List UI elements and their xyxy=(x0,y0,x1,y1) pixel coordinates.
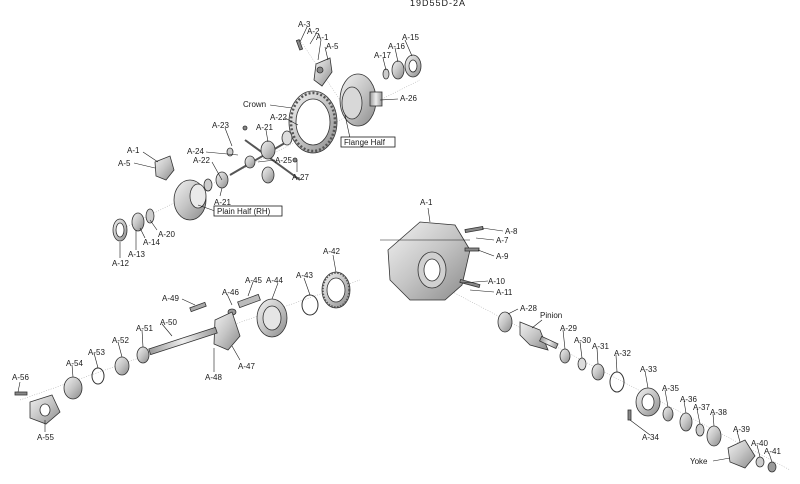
label-a23: A-23 xyxy=(212,121,229,130)
label-a54: A-54 xyxy=(66,359,83,368)
label-flange-half: Flange Half xyxy=(344,138,386,147)
label-a36: A-36 xyxy=(680,395,697,404)
label-a37: A-37 xyxy=(693,403,710,412)
pinion-gear xyxy=(519,321,559,351)
label-a24: A-24 xyxy=(187,147,204,156)
label-a21-bot: A-21 xyxy=(214,198,231,207)
label-a13: A-13 xyxy=(128,250,145,259)
shaft-seals-and-bearings xyxy=(63,346,150,400)
label-a17: A-17 xyxy=(374,51,391,60)
shift-spring xyxy=(227,293,261,316)
label-a5-left: A-5 xyxy=(118,159,131,168)
differential-spider-gears xyxy=(226,125,301,184)
label-a5-top: A-5 xyxy=(326,42,339,51)
label-a7: A-7 xyxy=(496,236,509,245)
label-a48: A-48 xyxy=(205,373,222,382)
differential-carrier-cap-top xyxy=(295,39,333,87)
label-a27: A-27 xyxy=(292,173,309,182)
label-a20: A-20 xyxy=(158,230,175,239)
label-a22-mid: A-22 xyxy=(193,156,210,165)
callout-labels: A-3 A-2 A-1 A-5 A-15 A-16 A-17 A-26 Crow… xyxy=(12,20,781,466)
shift-fork xyxy=(189,301,241,351)
label-a31: A-31 xyxy=(592,342,609,351)
label-a43: A-43 xyxy=(296,271,313,280)
label-a21-top: A-21 xyxy=(256,123,273,132)
label-a47: A-47 xyxy=(238,362,255,371)
pinion-bearing-outer xyxy=(662,406,722,447)
label-crown: Crown xyxy=(243,100,266,109)
label-a55: A-55 xyxy=(37,433,54,442)
label-a14: A-14 xyxy=(143,238,160,247)
label-a16: A-16 xyxy=(388,42,405,51)
label-a45: A-45 xyxy=(245,276,262,285)
label-plain-half: Plain Half (RH) xyxy=(217,207,271,216)
label-a1-top: A-1 xyxy=(316,33,329,42)
label-a56: A-56 xyxy=(12,373,29,382)
shift-shaft xyxy=(148,326,218,356)
label-a22-top: A-22 xyxy=(270,113,287,122)
label-a1-left: A-1 xyxy=(127,146,140,155)
label-a10: A-10 xyxy=(488,277,505,286)
label-a41: A-41 xyxy=(764,447,781,456)
label-a29: A-29 xyxy=(560,324,577,333)
pinion-spacers xyxy=(559,348,625,393)
label-a46: A-46 xyxy=(222,288,239,297)
label-a28: A-28 xyxy=(520,304,537,313)
differential-carrier-cap-left xyxy=(154,155,175,181)
label-a50: A-50 xyxy=(160,318,177,327)
label-a44: A-44 xyxy=(266,276,283,285)
flange-half xyxy=(339,73,383,127)
label-a12: A-12 xyxy=(112,259,129,268)
label-a39: A-39 xyxy=(733,425,750,434)
axle-housing xyxy=(380,221,471,301)
label-a33: A-33 xyxy=(640,365,657,374)
label-a30: A-30 xyxy=(574,336,591,345)
label-yoke: Yoke xyxy=(690,457,708,466)
label-a53: A-53 xyxy=(88,348,105,357)
label-a9: A-9 xyxy=(496,252,509,261)
side-bearing-left xyxy=(112,208,155,242)
label-a51: A-51 xyxy=(136,324,153,333)
label-a3: A-3 xyxy=(298,20,311,29)
label-a52: A-52 xyxy=(112,336,129,345)
pinion-bearing-inner xyxy=(497,311,513,333)
sliding-sleeve xyxy=(256,298,288,338)
label-a49: A-49 xyxy=(162,294,179,303)
label-a40: A-40 xyxy=(751,439,768,448)
label-pinion: Pinion xyxy=(540,311,562,320)
pinion-cage xyxy=(627,387,661,421)
snap-ring xyxy=(301,294,319,316)
label-a11: A-11 xyxy=(496,288,513,297)
leader-lines xyxy=(17,26,773,463)
label-a25: A-25 xyxy=(275,156,292,165)
label-a34: A-34 xyxy=(642,433,659,442)
diagram-title: 19D55D-2A xyxy=(410,0,466,8)
end-flange xyxy=(14,391,61,425)
plain-half xyxy=(173,171,229,221)
yoke xyxy=(727,439,777,473)
label-a1-main: A-1 xyxy=(420,198,433,207)
label-a35: A-35 xyxy=(662,384,679,393)
crown-gear xyxy=(288,90,338,154)
label-a38: A-38 xyxy=(710,408,727,417)
label-a8: A-8 xyxy=(505,227,518,236)
label-a32: A-32 xyxy=(614,349,631,358)
label-a2: A-2 xyxy=(307,27,320,36)
label-a15: A-15 xyxy=(402,33,419,42)
housing-fasteners xyxy=(459,225,484,289)
label-a26: A-26 xyxy=(400,94,417,103)
label-a42: A-42 xyxy=(323,247,340,256)
clutch-ring xyxy=(321,271,351,309)
